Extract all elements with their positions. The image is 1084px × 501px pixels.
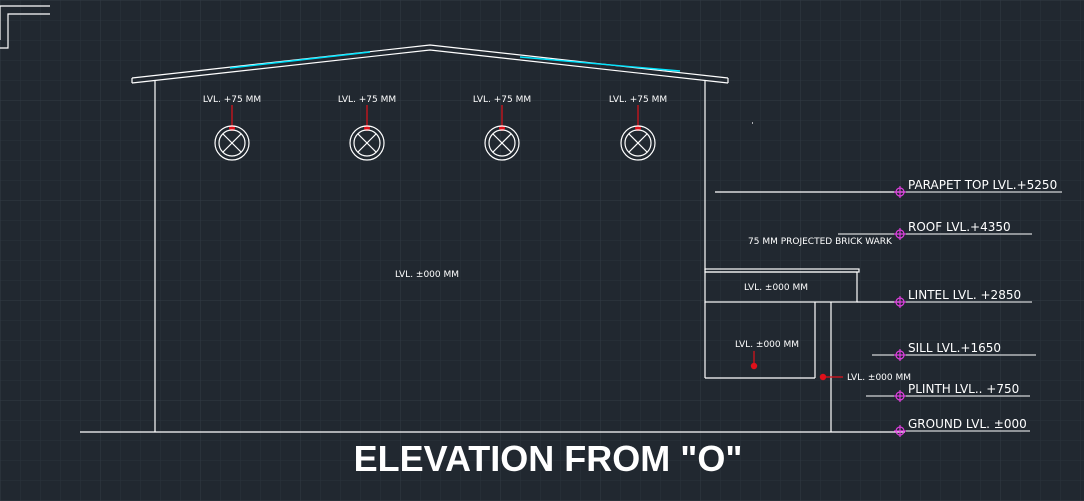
vent-level-label: LVL. +75 MM <box>338 95 396 105</box>
vent-2: LVL. +75 MM <box>338 95 396 161</box>
vent-1: LVL. +75 MM <box>203 95 261 161</box>
wall-level-label: LVL. ±000 MM <box>395 270 459 280</box>
level-marker-2: ROOF LVL.+4350 <box>838 220 1032 240</box>
vent-level-label: LVL. +75 MM <box>203 95 261 105</box>
level-label: SILL LVL.+1650 <box>908 341 1001 355</box>
vent-3: LVL. +75 MM <box>473 95 531 161</box>
level-marker-3: LINTEL LVL. +2850 <box>894 288 1032 308</box>
level-marker-1: PARAPET TOP LVL.+5250 <box>715 178 1062 198</box>
drawing-title: ELEVATION FROM "O" <box>354 438 743 479</box>
door-level-marker <box>750 362 758 370</box>
lintel-box-label: LVL. ±000 MM <box>744 283 808 293</box>
level-label: LINTEL LVL. +2850 <box>908 288 1021 302</box>
vent-level-label: LVL. +75 MM <box>609 95 667 105</box>
lintel-and-door <box>704 122 900 432</box>
level-marker-4: SILL LVL.+1650 <box>872 341 1036 361</box>
roof <box>131 44 729 84</box>
level-label: PLINTH LVL.. +750 <box>908 382 1019 396</box>
brickwork-label: 75 MM PROJECTED BRICK WARK <box>748 237 893 247</box>
plinth-level-marker <box>819 373 827 381</box>
ucs-corner-icon <box>0 5 50 49</box>
vent-group: LVL. +75 MM LVL. +75 MM LVL. +75 MM LVL. +7… <box>203 95 667 161</box>
level-label: GROUND LVL. ±000 <box>908 417 1027 431</box>
door-level-label: LVL. ±000 MM <box>735 340 799 350</box>
level-marker-6: GROUND LVL. ±000 <box>894 417 1030 437</box>
level-marker-5: PLINTH LVL.. +750 <box>866 382 1030 402</box>
level-label: ROOF LVL.+4350 <box>908 220 1011 234</box>
vent-4: LVL. +75 MM <box>609 95 667 161</box>
vent-level-label: LVL. +75 MM <box>473 95 531 105</box>
level-label: PARAPET TOP LVL.+5250 <box>908 178 1057 192</box>
plinth-marker-label: LVL. ±000 MM <box>847 373 911 383</box>
